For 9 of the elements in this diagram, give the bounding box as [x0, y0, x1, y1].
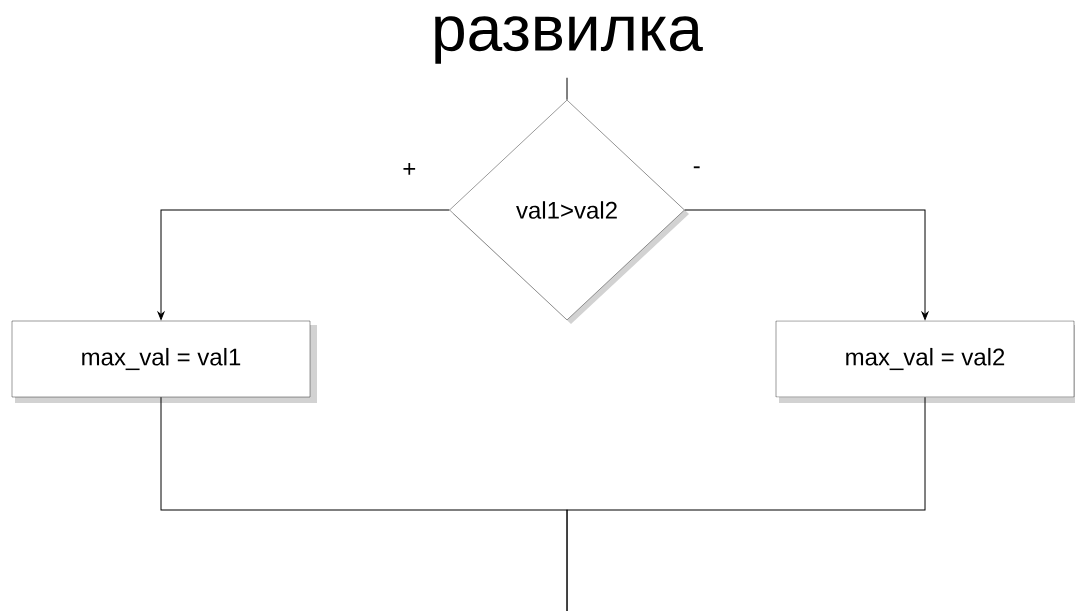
connector-line [157, 209, 450, 320]
process-box: max_val = val1 [11, 320, 317, 403]
connector-line [566, 396, 926, 611]
connector-line [566, 77, 568, 101]
edge-label: + [400, 161, 419, 179]
process-box: max_val = val2 [775, 320, 1075, 403]
title: развилка [435, 16, 703, 64]
connector-line [684, 209, 929, 320]
edge-label: - [690, 164, 703, 176]
